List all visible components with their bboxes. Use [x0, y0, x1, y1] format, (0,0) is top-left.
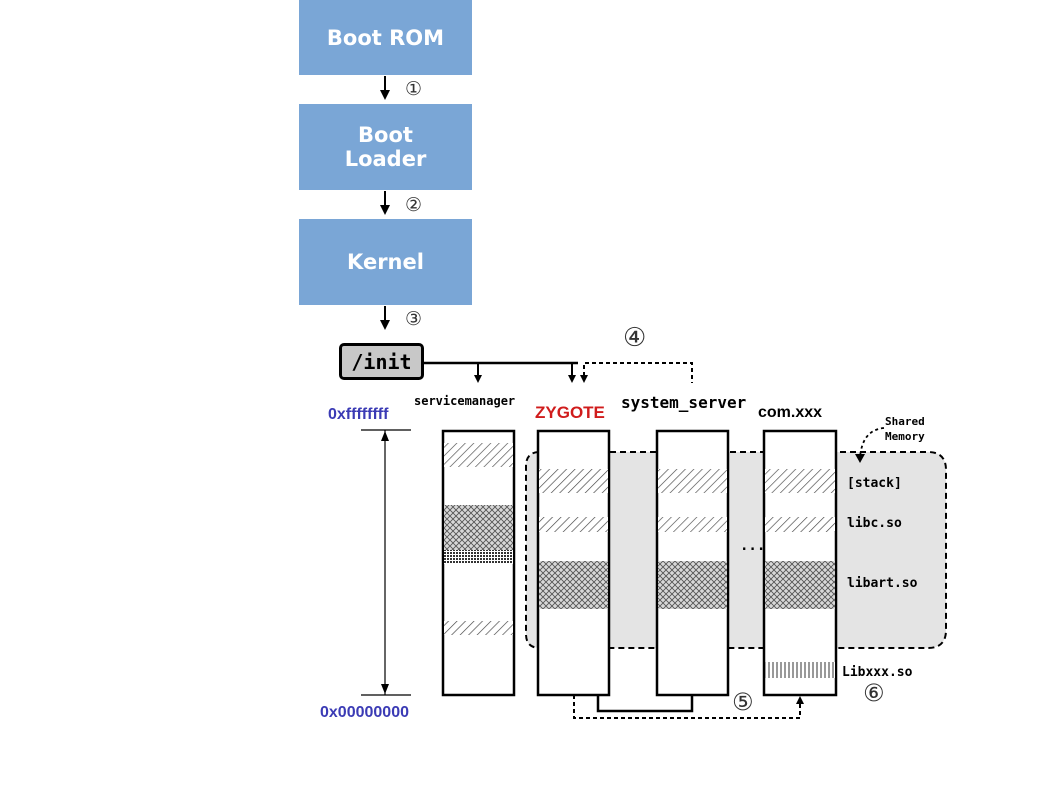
fork-connector — [573, 695, 804, 719]
kernel-box: Kernel — [299, 219, 472, 305]
system-server-label: system_server — [621, 393, 747, 412]
boot-rom-label: Boot ROM — [326, 25, 445, 50]
boot-loader-label: Boot Loader — [344, 123, 427, 171]
address-high-label: 0xffffffff — [328, 406, 389, 423]
libart-label: libart.so — [847, 576, 918, 591]
com-xxx-column — [762, 429, 838, 697]
shared-memory-label: Shared Memory — [885, 415, 925, 443]
address-scale — [361, 429, 411, 696]
kernel-label: Kernel — [347, 250, 424, 274]
init-box: /init — [339, 343, 424, 380]
servicemanager-column — [441, 429, 516, 697]
step-6-marker: ⑥ — [863, 679, 885, 707]
boot-rom-box: Boot ROM — [299, 0, 472, 75]
step-2-marker: ② — [405, 194, 423, 216]
init-label: /init — [351, 349, 412, 374]
boot-arrow-1 — [380, 76, 390, 100]
step-1-marker: ① — [405, 78, 423, 100]
step-3-marker: ③ — [405, 308, 423, 330]
address-low-label: 0x00000000 — [320, 704, 409, 721]
shared-memory-arrow — [855, 427, 885, 463]
zygote-label: ZYGOTE — [535, 403, 605, 422]
step-5-marker: ⑤ — [732, 688, 754, 716]
shared-memory-region — [525, 451, 947, 649]
com-xxx-label: com.xxx — [758, 404, 823, 421]
boot-arrow-2 — [380, 191, 390, 215]
step-4-marker: ④ — [623, 323, 647, 353]
system-server-column — [655, 429, 730, 697]
boot-loader-box: Boot Loader — [299, 104, 472, 190]
init-connector — [424, 361, 693, 383]
stack-label: [stack] — [847, 476, 902, 491]
servicemanager-label: servicemanager — [414, 394, 516, 408]
zygote-column — [536, 429, 611, 697]
libxxx-label: Libxxx.so — [842, 665, 913, 680]
boot-arrow-3 — [380, 306, 390, 330]
libc-label: libc.so — [847, 516, 902, 531]
more-processes-ellipsis: ... — [740, 538, 766, 554]
